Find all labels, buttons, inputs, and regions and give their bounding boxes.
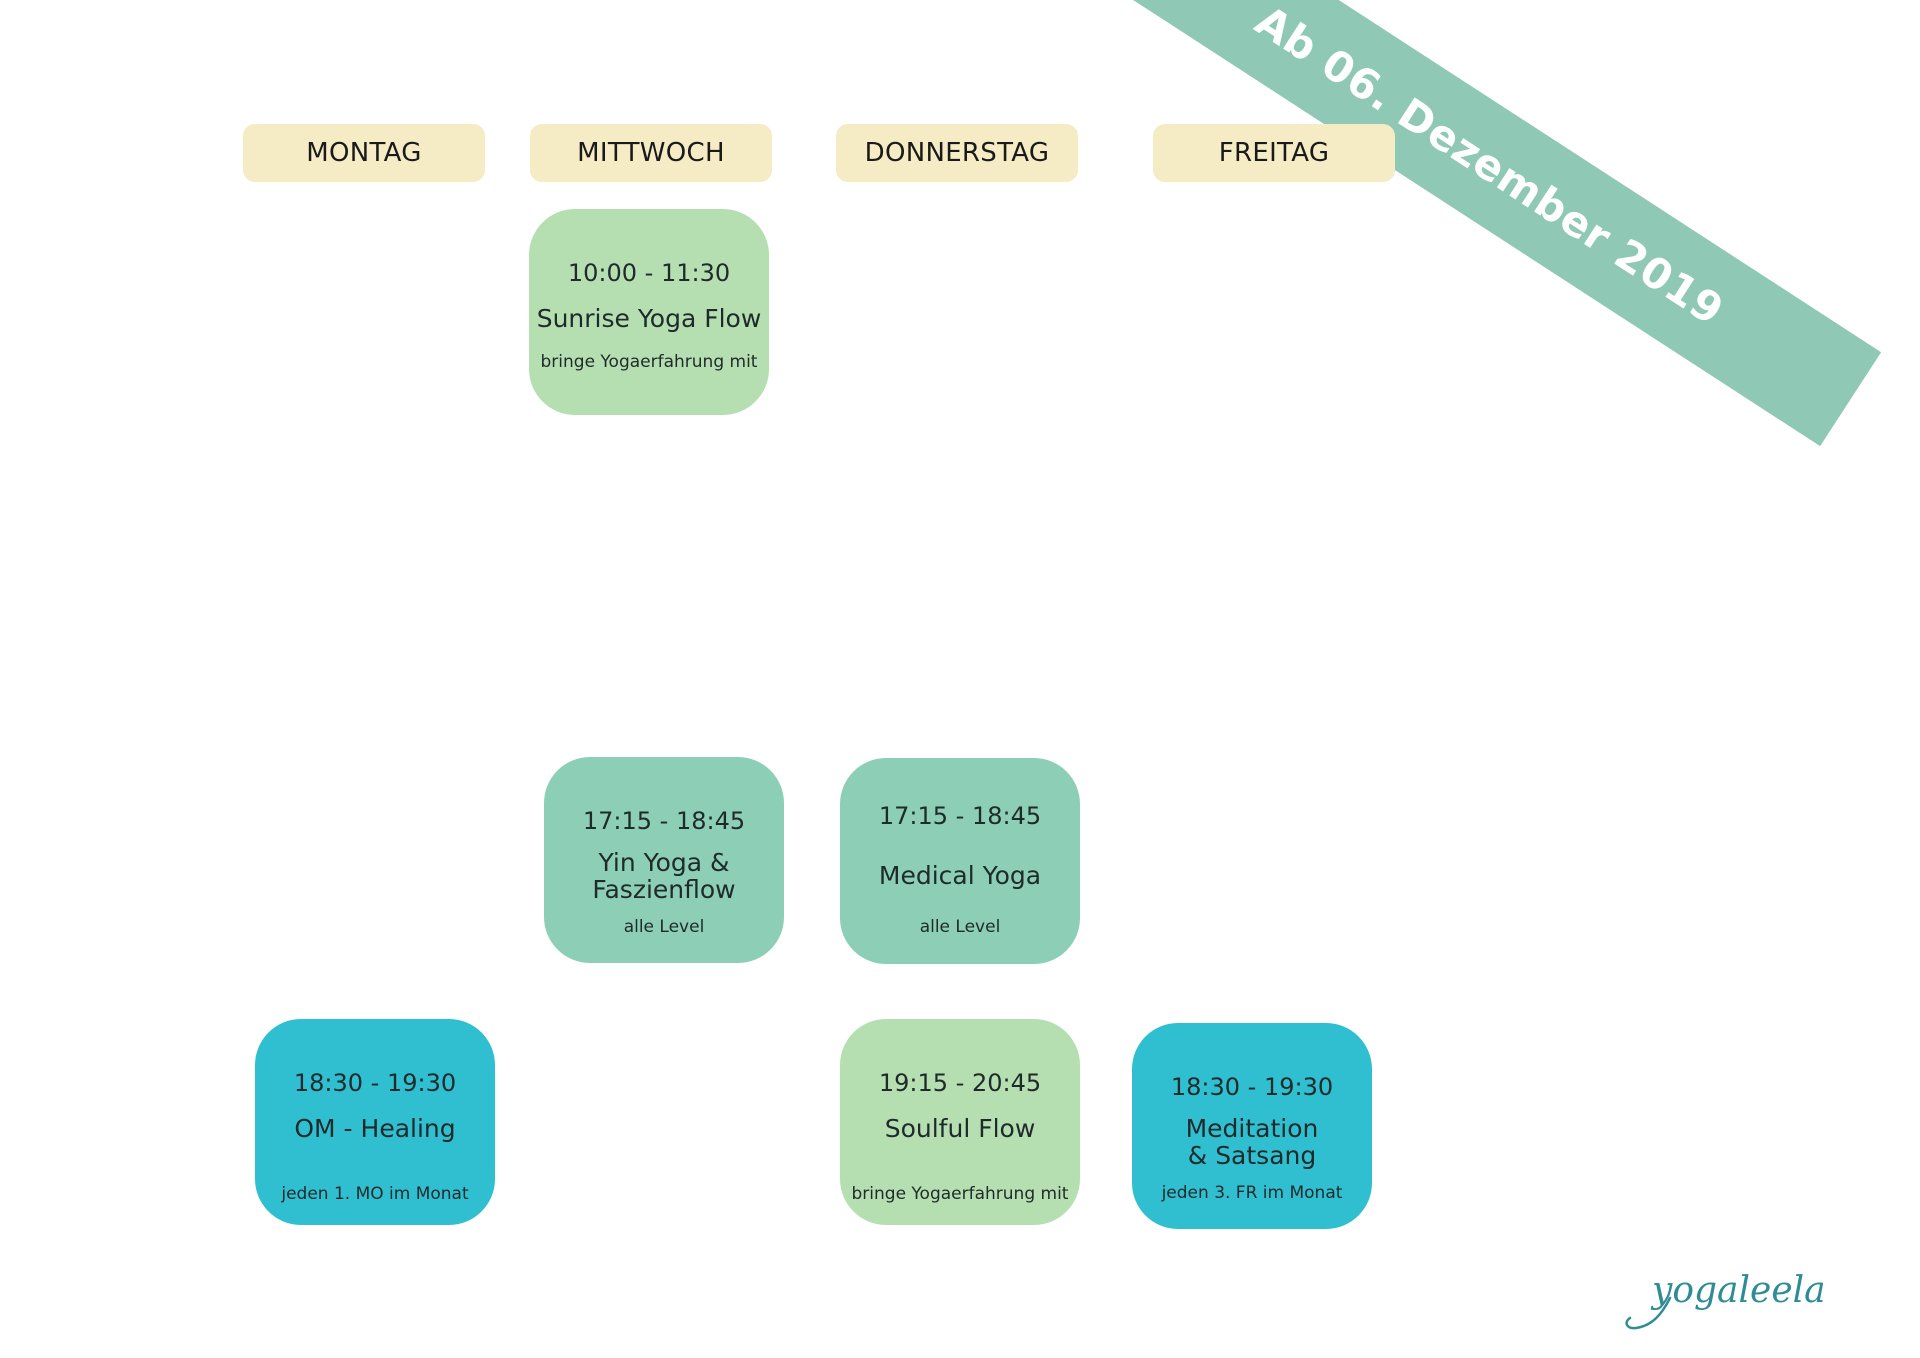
class-title: OM - Healing [294,1114,456,1143]
class-time: 17:15 - 18:45 [878,802,1042,830]
class-card-meditation-satsang: 18:30 - 19:30 Meditation & Satsang jeden… [1132,1023,1372,1229]
class-card-soulful-flow: 19:15 - 20:45 Soulful Flow bringe Yogaer… [840,1019,1080,1225]
day-header-montag: MONTAG [243,124,485,182]
class-card-om-healing: 18:30 - 19:30 OM - Healing jeden 1. MO i… [255,1019,495,1225]
logo-swash-icon [1625,1296,1672,1330]
class-title: Sunrise Yoga Flow [536,304,762,333]
class-card-sunrise-yoga-flow: 10:00 - 11:30 Sunrise Yoga Flow bringe Y… [529,209,769,415]
day-header-mittwoch: MITTWOCH [530,124,772,182]
class-title: Yin Yoga & Faszienflow [592,848,736,904]
class-title: Meditation & Satsang [1185,1114,1319,1170]
class-card-medical-yoga: 17:15 - 18:45 Medical Yoga alle Level [840,758,1080,964]
class-card-yin-yoga: 17:15 - 18:45 Yin Yoga & Faszienflow all… [544,757,784,963]
class-time: 19:15 - 20:45 [878,1069,1042,1097]
class-note: jeden 3. FR im Monat [1161,1183,1343,1203]
class-note: jeden 1. MO im Monat [281,1184,469,1204]
class-time: 18:30 - 19:30 [1170,1073,1334,1101]
date-banner: Ab 06. Dezember 2019 [1098,0,1882,447]
class-time: 18:30 - 19:30 [293,1069,457,1097]
class-title: Soulful Flow [884,1114,1036,1143]
day-header-freitag: FREITAG [1153,124,1395,182]
class-time: 10:00 - 11:30 [567,259,731,287]
class-note: alle Level [919,917,1001,937]
class-title: Medical Yoga [878,861,1042,890]
class-note: alle Level [623,917,705,937]
yogaleela-logo: yogaleela [1622,1270,1826,1334]
logo-wordmark: yogaleela [1652,1270,1826,1311]
class-time: 17:15 - 18:45 [582,807,746,835]
class-note: bringe Yogaerfahrung mit [540,352,758,372]
class-note: bringe Yogaerfahrung mit [851,1184,1069,1204]
day-header-donnerstag: DONNERSTAG [836,124,1078,182]
